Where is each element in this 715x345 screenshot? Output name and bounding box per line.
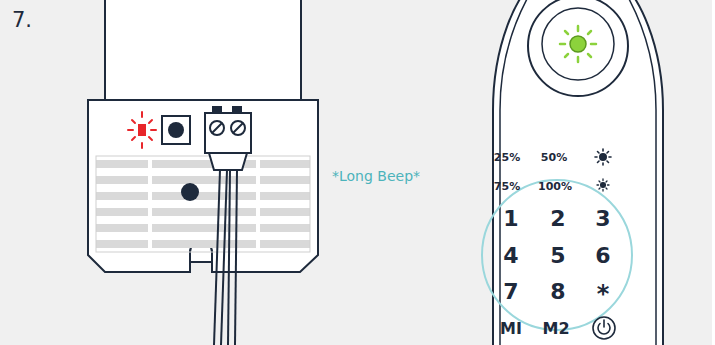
power-button [593, 317, 615, 339]
key-label: 5 [550, 245, 565, 267]
key-label: 3 [595, 208, 610, 230]
step-number: 7. [12, 10, 32, 31]
key-label: M2 [542, 321, 569, 337]
key-label: 6 [595, 245, 610, 267]
key-label: * [597, 282, 610, 306]
key-label: 2 [550, 208, 565, 230]
receiver-housing [105, 0, 301, 100]
keypad-highlight [482, 180, 632, 330]
learn-button [162, 116, 190, 144]
key-label: 100% [538, 181, 572, 192]
brightness-up-icon [595, 149, 611, 165]
green-led [560, 26, 596, 62]
terminal-screws [210, 121, 245, 135]
terminal-block [205, 113, 251, 153]
red-led [128, 112, 156, 148]
plate-ribs [96, 160, 310, 248]
key-label: 1 [503, 208, 518, 230]
key-label: 25% [494, 152, 520, 163]
remote-body [493, 0, 663, 345]
key-label: 7 [503, 281, 518, 303]
key-label: 8 [550, 281, 565, 303]
brightness-down-icon [597, 179, 609, 191]
mounting-plate [88, 100, 318, 272]
key-label: 75% [494, 181, 520, 192]
key-label: 4 [503, 245, 518, 267]
key-label: MI [500, 321, 522, 337]
sound-note: *Long Beep* [332, 169, 420, 183]
mount-hole [181, 183, 199, 201]
cable [214, 170, 237, 345]
key-label: 50% [541, 152, 567, 163]
